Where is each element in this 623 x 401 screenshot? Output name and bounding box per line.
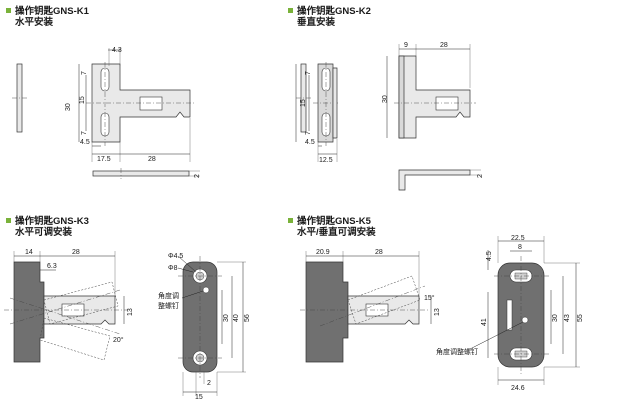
k3-dim-2: 2 — [207, 380, 211, 387]
k5-dim-28: 28 — [375, 249, 383, 256]
k5-dim-13: 13 — [434, 308, 441, 316]
k3-dim-14: 14 — [25, 249, 33, 256]
k2-mount: 垂直安装 — [297, 17, 336, 28]
k5-dim-24.6: 24.6 — [511, 385, 525, 392]
k3-drawing: 14 28 6.3 13 20° Φ4.5 Φ8 角度调 整螺钉 30 40 5… — [4, 249, 251, 401]
k3-dim-phi4.5: Φ4.5 — [168, 253, 183, 260]
k1-dim-15: 15 — [79, 96, 86, 104]
k3-dim-15: 15 — [195, 394, 203, 401]
k2-dim-7b: 7 — [305, 131, 312, 135]
k1-dim-4.3: 4.3 — [112, 47, 122, 54]
k5-title: 操作钥匙GNS-K5 — [297, 216, 371, 227]
k1-dim-28: 28 — [148, 156, 156, 163]
k5-dim-8: 8 — [518, 244, 522, 251]
k5-mount-block — [305, 261, 349, 363]
k5-dim-22.5: 22.5 — [511, 235, 525, 242]
k5-drawing: 20.9 28 15° 13 22.5 8 4.5 41 30 43 55 角度… — [300, 235, 584, 392]
k3-title: 操作钥匙GNS-K3 — [15, 216, 89, 227]
k3-dim-56: 56 — [244, 314, 251, 322]
k2-dim-28: 28 — [440, 42, 448, 49]
k1-dim-17.5: 17.5 — [97, 156, 111, 163]
k1-dim-7b: 7 — [81, 131, 88, 135]
k1-dim-4.5: 4.5 — [80, 139, 90, 146]
k1-dim-30: 30 — [65, 103, 72, 111]
k1-dim-2: 2 — [194, 174, 201, 178]
k5-dim-55: 55 — [577, 314, 584, 322]
panel-k2-title: 操作钥匙GNS-K2 垂直安装 — [288, 6, 371, 28]
k2-dim-30: 30 — [382, 95, 389, 103]
k1-mount: 水平安装 — [15, 17, 54, 28]
bullet-icon — [6, 218, 11, 223]
panel-k5-title: 操作钥匙GNS-K5 水平/垂直可调安装 — [288, 216, 376, 238]
k5-dim-41: 41 — [481, 318, 488, 326]
k1-bottom-view — [92, 170, 190, 177]
k3-dim-13: 13 — [127, 308, 134, 316]
bullet-icon — [288, 218, 293, 223]
k2-drawing: 15 7 7 4.5 12.5 9 28 30 2 — [295, 42, 484, 191]
k2-title: 操作钥匙GNS-K2 — [297, 6, 371, 17]
k1-drawing: 4.3 30 15 7 7 4.5 17.5 28 2 — [12, 47, 201, 179]
k2-bottom-view — [398, 169, 471, 191]
panel-k3-title: 操作钥匙GNS-K3 水平可调安装 — [6, 216, 89, 238]
k5-screw-label: 角度调整螺钉 — [436, 347, 478, 356]
k5-dim-43: 43 — [564, 314, 571, 322]
k3-dim-20deg: 20° — [113, 336, 124, 344]
k5-dim-20.9: 20.9 — [316, 249, 330, 256]
k3-dim-6.3: 6.3 — [47, 263, 57, 270]
k2-dim-4.5: 4.5 — [305, 139, 315, 146]
k2-dim-9: 9 — [404, 42, 408, 49]
k5-dim-30: 30 — [552, 314, 559, 322]
k3-screw-label-1: 角度调 — [158, 291, 179, 300]
k2-key-body — [398, 55, 471, 139]
k2-dim-15: 15 — [300, 99, 307, 107]
bullet-icon — [288, 8, 293, 13]
adjust-screw-icon — [521, 316, 529, 324]
k1-title: 操作钥匙GNS-K1 — [15, 6, 89, 17]
k1-dim-7a: 7 — [81, 71, 88, 75]
k3-screw-label-2: 整螺钉 — [158, 301, 179, 310]
k3-dim-40: 40 — [233, 314, 240, 322]
k2-dim-2: 2 — [477, 174, 484, 178]
k2-dim-12.5: 12.5 — [319, 157, 333, 164]
k3-dim-30: 30 — [223, 314, 230, 322]
k5-dim-4.5: 4.5 — [486, 251, 493, 261]
k3-mount-block — [13, 261, 45, 363]
k2-dim-7a: 7 — [305, 71, 312, 75]
k3-dim-phi8: Φ8 — [168, 265, 178, 272]
adjust-screw-icon — [202, 286, 210, 294]
bullet-icon — [6, 8, 11, 13]
k5-dim-15deg: 15° — [424, 294, 435, 302]
k3-mount: 水平可调安装 — [15, 227, 73, 238]
k5-mount: 水平/垂直可调安装 — [297, 227, 376, 238]
panel-k1-title: 操作钥匙GNS-K1 水平安装 — [6, 6, 89, 28]
k3-dim-28: 28 — [72, 249, 80, 256]
